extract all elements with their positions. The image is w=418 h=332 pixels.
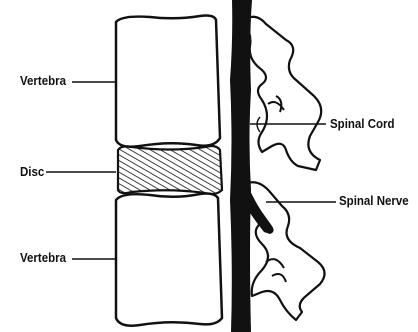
vertebra-bottom-label: Vertebra	[20, 251, 66, 265]
upper-vertebra-body	[116, 16, 220, 147]
disc-label: Disc	[20, 165, 44, 179]
intervertebral-disc	[112, 140, 228, 200]
vertebra-top-label: Vertebra	[20, 74, 66, 88]
spinal-nerve-label: Spinal Nerve	[339, 194, 409, 208]
spinal-cord-label: Spinal Cord	[330, 117, 395, 131]
lower-vertebra-body	[116, 194, 222, 326]
upper-spinous-process	[244, 17, 321, 170]
spinal-cord	[230, 0, 252, 332]
